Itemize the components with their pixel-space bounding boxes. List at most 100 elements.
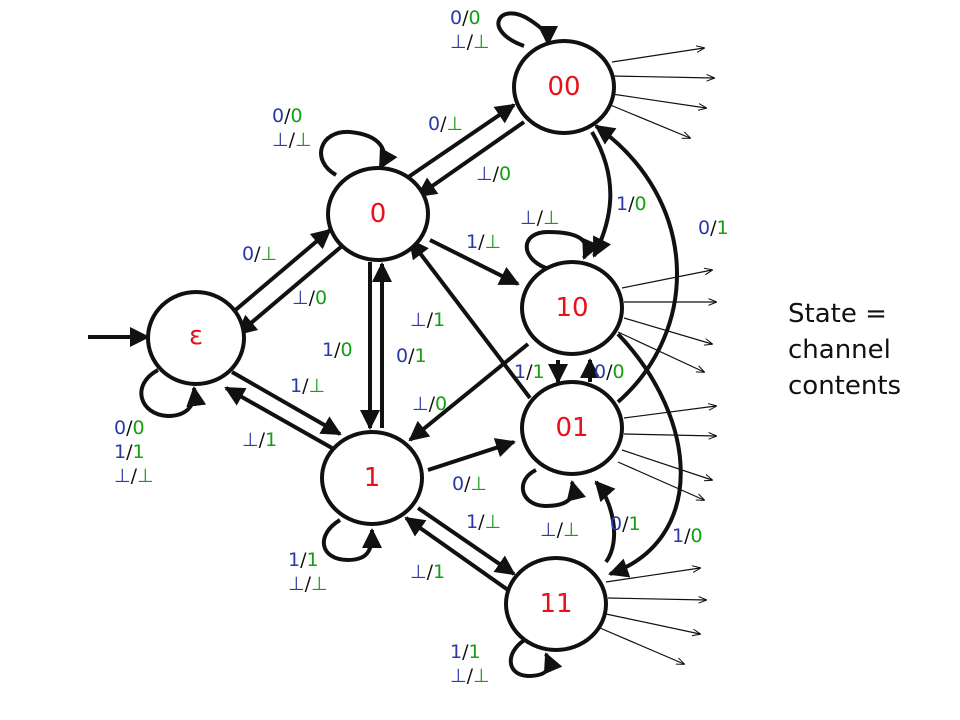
input-symbol: 0 <box>698 217 710 239</box>
output-symbol: 0 <box>133 417 145 439</box>
output-symbol: ⊥ <box>137 465 154 487</box>
edge-1-to-11 <box>416 506 516 576</box>
output-symbol: 1 <box>469 641 481 663</box>
transition-label: 0/1 <box>698 217 729 239</box>
transition-label: ⊥/0 <box>476 163 511 185</box>
output-symbol: 0 <box>291 105 303 127</box>
input-symbol: ⊥ <box>288 573 305 595</box>
transition-label: 1/⊥ <box>466 511 501 533</box>
state-label-0: 0 <box>370 199 387 229</box>
transition-label: 1/1 <box>114 441 145 463</box>
input-symbol: 1 <box>450 641 462 663</box>
edges <box>88 11 683 679</box>
transition-label: 1/0 <box>672 525 703 547</box>
transition-label: 0/0 <box>114 417 145 439</box>
state-00 <box>512 39 616 135</box>
thin-arrow <box>611 48 704 63</box>
thin-arrow <box>617 461 704 500</box>
transition-label: ⊥/1 <box>410 561 445 583</box>
output-symbol: ⊥ <box>563 519 580 541</box>
input-symbol: 0 <box>114 417 126 439</box>
side-note-line-2: channel <box>788 335 891 365</box>
edge-0-to-00 <box>402 103 516 182</box>
output-symbol: 1 <box>133 441 145 463</box>
output-symbol: 0 <box>499 163 511 185</box>
thin-arrow <box>611 76 714 78</box>
output-symbol: ⊥ <box>447 113 464 135</box>
transition-label: ⊥/0 <box>292 287 327 309</box>
input-symbol: ⊥ <box>114 465 131 487</box>
input-symbol: ⊥ <box>450 665 467 687</box>
state-explanation: State = channel contents <box>788 299 901 401</box>
output-symbol: 1 <box>533 361 545 383</box>
input-symbol: ⊥ <box>292 287 309 309</box>
transition-label: 0/⊥ <box>452 473 487 495</box>
thin-arrow <box>605 568 700 583</box>
input-symbol: 1 <box>114 441 126 463</box>
output-symbol: ⊥ <box>485 511 502 533</box>
transition-label: 1/0 <box>616 193 647 215</box>
loop-11 <box>508 636 563 679</box>
transition-label: 1/1 <box>514 361 545 383</box>
state-label-eps: ε <box>189 321 203 351</box>
transition-label: 0/0 <box>272 105 303 127</box>
state-label-11: 11 <box>539 589 572 619</box>
state-1 <box>320 430 424 526</box>
thin-arrow <box>617 331 704 372</box>
edge-11-to-01 <box>594 480 616 564</box>
edge-1-to-eps <box>224 386 333 450</box>
output-symbol: ⊥ <box>485 231 502 253</box>
output-symbol: 0 <box>635 193 647 215</box>
output-symbol: 0 <box>613 361 625 383</box>
input-symbol: ⊥ <box>450 31 467 53</box>
output-symbol: ⊥ <box>543 207 560 229</box>
transition-label: ⊥/1 <box>410 309 445 331</box>
transition-label: 0/0 <box>594 361 625 383</box>
input-symbol: 1 <box>290 375 302 397</box>
input-symbol: 0 <box>452 473 464 495</box>
states <box>146 39 624 652</box>
input-symbol: ⊥ <box>272 129 289 151</box>
output-symbol: ⊥ <box>311 573 328 595</box>
side-note-line-3: contents <box>788 371 901 401</box>
edge-00-to-0 <box>416 120 526 198</box>
loop-01 <box>520 468 587 509</box>
input-symbol: 1 <box>514 361 526 383</box>
loop-eps <box>139 368 207 419</box>
edge-eps-to-0 <box>224 228 332 320</box>
input-symbol: 1 <box>288 549 300 571</box>
transition-label: ⊥/0 <box>412 393 447 415</box>
output-symbol: 0 <box>341 339 353 361</box>
state-label-1: 1 <box>364 463 381 493</box>
edge-11-to-1 <box>404 516 510 592</box>
thin-arrow <box>621 449 712 480</box>
input-symbol: 0 <box>610 513 622 535</box>
output-symbol: ⊥ <box>295 129 312 151</box>
edge-10-to-1 <box>408 342 530 442</box>
thin-arrow <box>607 103 690 138</box>
loop-00 <box>496 11 558 48</box>
input-symbol: ⊥ <box>476 163 493 185</box>
output-symbol: 1 <box>629 513 641 535</box>
state-label-10: 10 <box>555 293 588 323</box>
output-symbol: ⊥ <box>309 375 326 397</box>
loop-0 <box>319 129 398 177</box>
input-symbol: 1 <box>616 193 628 215</box>
output-symbol: 1 <box>307 549 319 571</box>
output-symbol: 0 <box>315 287 327 309</box>
thin-arrow <box>623 434 716 436</box>
state-label-01: 01 <box>555 413 588 443</box>
input-symbol: 0 <box>428 113 440 135</box>
thin-arrow <box>623 406 716 419</box>
edge-00-to-10 <box>590 130 613 258</box>
transition-label: 1/0 <box>322 339 353 361</box>
input-symbol: 1 <box>466 511 478 533</box>
transition-label: ⊥/⊥ <box>450 31 490 53</box>
output-symbol: ⊥ <box>261 243 278 265</box>
edge-0-to-10 <box>429 238 520 286</box>
transition-label: ⊥/⊥ <box>272 129 312 151</box>
output-symbol: 0 <box>691 525 703 547</box>
input-symbol: ⊥ <box>540 519 557 541</box>
state-label-00: 00 <box>547 72 580 102</box>
thin-arrow <box>599 627 684 664</box>
